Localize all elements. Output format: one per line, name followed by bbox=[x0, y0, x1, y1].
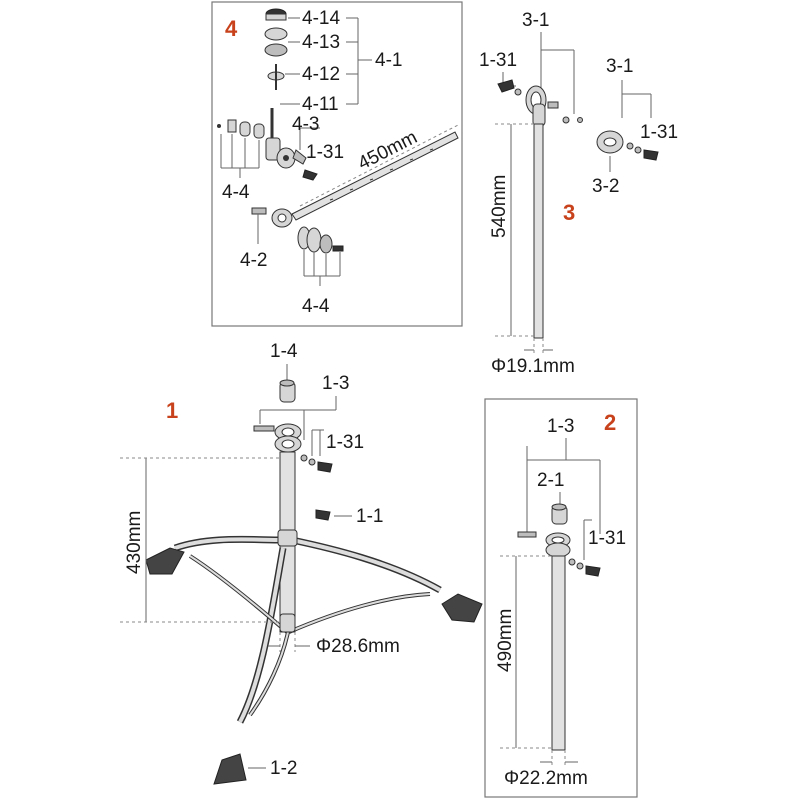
dim-base-height: 430mm bbox=[124, 511, 145, 574]
boom-rod bbox=[291, 123, 461, 221]
foot-right bbox=[441, 593, 483, 623]
rod3-top-block bbox=[532, 103, 546, 127]
part-4-4-f bbox=[319, 234, 333, 254]
rod-2 bbox=[551, 555, 566, 751]
dim-base-diameter: Φ28.6mm bbox=[316, 636, 400, 657]
section-1-base: 1 1-4 1-3 1-31 1-1 bbox=[120, 341, 483, 785]
label-1-31-a: 1-31 bbox=[306, 142, 344, 163]
washer-3a bbox=[514, 88, 522, 96]
clamp-2 bbox=[517, 531, 601, 577]
washer-3d bbox=[634, 146, 642, 154]
part-4-4-e bbox=[306, 227, 322, 253]
rod-3 bbox=[533, 123, 544, 339]
label-4-11: 4-11 bbox=[302, 94, 339, 115]
section-2-panel: 2 1-3 2-1 1-31 490mm bbox=[484, 398, 638, 798]
label-4-4-b: 4-4 bbox=[302, 296, 330, 317]
label-3-1-b: 3-1 bbox=[606, 56, 633, 77]
part-1-4 bbox=[279, 379, 296, 403]
wing-nut-2 bbox=[585, 565, 601, 577]
washer-3c bbox=[626, 142, 634, 150]
label-4-4-a: 4-4 bbox=[222, 182, 250, 203]
rod3-clamp bbox=[497, 79, 570, 127]
dim-rod2-length: 490mm bbox=[495, 609, 516, 672]
section-2-number: 2 bbox=[604, 410, 616, 435]
tilter-joint bbox=[265, 137, 318, 181]
wing-nut-4 bbox=[302, 169, 318, 181]
foot-left bbox=[145, 547, 185, 575]
section-3-panel: 3 3-1 1-31 540mm Φ19.1mm bbox=[479, 10, 678, 377]
label-4-1: 4-1 bbox=[375, 50, 402, 71]
clamp-screw bbox=[253, 425, 275, 432]
part-1-2 bbox=[213, 753, 247, 785]
section-4-panel: 4 4-14 4-13 4-12 4-11 4-1 bbox=[211, 1, 463, 327]
boom-clamp bbox=[251, 207, 293, 244]
label-1-31-b: 1-31 bbox=[479, 50, 517, 71]
wing-nut-3a bbox=[497, 79, 515, 93]
felt-set-right bbox=[297, 226, 344, 286]
tripod-legs bbox=[173, 529, 442, 724]
part-4-4-g bbox=[332, 245, 344, 252]
label-1-3-b: 1-3 bbox=[547, 416, 574, 437]
section-4-frame bbox=[211, 1, 463, 327]
leg-hinge-bottom bbox=[279, 613, 296, 633]
part-3-1-screw bbox=[547, 101, 559, 109]
clamp2-screw bbox=[517, 531, 537, 538]
part-4-4-b bbox=[239, 121, 251, 137]
felt-stack bbox=[264, 8, 288, 146]
dim-rod2-diameter: Φ22.2mm bbox=[504, 768, 588, 789]
label-1-31-c: 1-31 bbox=[640, 122, 678, 143]
label-1-4: 1-4 bbox=[270, 341, 298, 362]
label-4-12: 4-12 bbox=[302, 64, 340, 85]
section-1-number: 1 bbox=[166, 398, 178, 423]
part-4-4-a bbox=[227, 119, 237, 133]
label-3-2: 3-2 bbox=[592, 176, 619, 197]
label-1-31-d: 1-31 bbox=[326, 432, 364, 453]
part-4-2 bbox=[251, 207, 267, 215]
section-4-number: 4 bbox=[225, 16, 238, 41]
label-1-3-a: 1-3 bbox=[322, 373, 349, 394]
part-1-1 bbox=[315, 509, 331, 521]
washer-3b bbox=[562, 116, 570, 124]
part-2-1 bbox=[551, 503, 568, 525]
wing-nut-1a bbox=[317, 461, 333, 473]
label-4-2: 4-2 bbox=[240, 250, 267, 271]
label-1-1: 1-1 bbox=[356, 506, 383, 527]
dim-rod3-length: 540mm bbox=[489, 175, 510, 238]
section-3-number: 3 bbox=[563, 200, 575, 225]
label-4-13: 4-13 bbox=[302, 32, 340, 53]
wing-nut-3b bbox=[643, 149, 659, 161]
part-4-11-block bbox=[265, 137, 281, 161]
part-4-4-c bbox=[253, 123, 265, 139]
label-4-14: 4-14 bbox=[302, 8, 340, 29]
leaders-4-1 bbox=[280, 17, 372, 105]
label-1-31-e: 1-31 bbox=[588, 528, 626, 549]
part-4-14 bbox=[265, 13, 287, 21]
label-2-1: 2-1 bbox=[537, 470, 564, 491]
part-1-31-bolt bbox=[292, 149, 307, 165]
label-1-2: 1-2 bbox=[270, 758, 297, 779]
clamp-3-2 bbox=[577, 117, 659, 161]
leg-right bbox=[291, 536, 442, 594]
dim-rod3-diameter: Φ19.1mm bbox=[491, 356, 575, 377]
section-2-frame bbox=[484, 398, 638, 798]
boom-arm bbox=[291, 131, 459, 221]
part-4-13-top bbox=[264, 27, 288, 41]
leg-hinge-top bbox=[277, 529, 298, 547]
part-4-13-bottom bbox=[264, 43, 288, 57]
label-4-3: 4-3 bbox=[292, 114, 319, 135]
felt-set-left bbox=[217, 119, 265, 178]
label-3-1-a: 3-1 bbox=[522, 10, 549, 31]
